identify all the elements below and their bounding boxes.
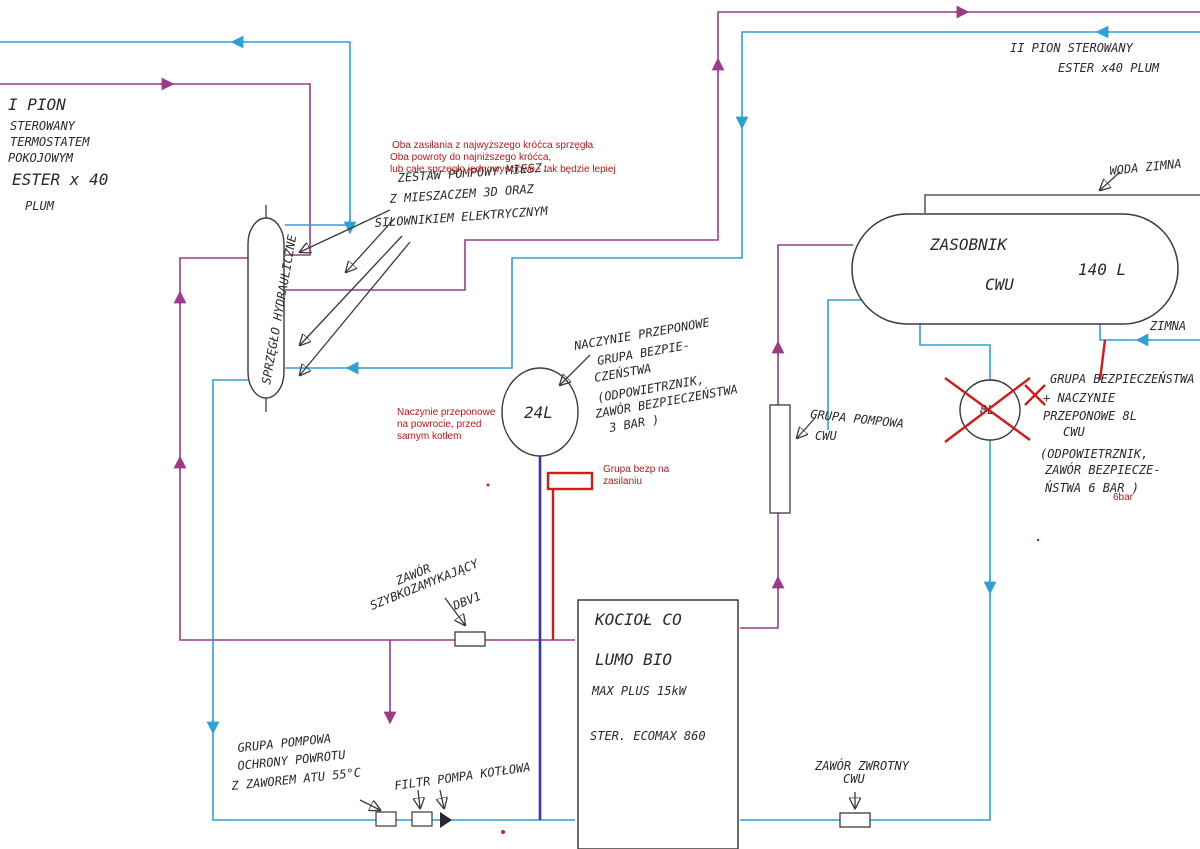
riser2-label: II PION STEROWANY ESTER x40 PLUM: [1010, 41, 1160, 75]
filter-pump-label: FILTR POMPA KOTŁOWA: [393, 760, 531, 793]
expansion-co-label: NACZYNIE PRZEPONOWE GRUPA BEZPIE- CZEŃST…: [572, 315, 739, 435]
safety-note-1: Grupa bezp na: [603, 464, 670, 475]
coupler-note-1: Oba zasilania z najwyższego króćca sprzę…: [392, 140, 594, 151]
cold-short-label: ZIMNA: [1149, 319, 1186, 333]
dhw-safety-label-5: (ODPOWIETRZNIK,: [1040, 447, 1148, 461]
dhw-safety-label-2: + NACZYNIE: [1043, 391, 1116, 405]
dhw-safety-label-6: ZAWÓR BEZPIECZE-: [1044, 462, 1161, 477]
coupler-pointers: [300, 209, 411, 375]
boiler-label-1: KOCIOŁ CO: [594, 610, 682, 629]
dhw-safety-label-4: CWU: [1063, 425, 1085, 439]
hydraulic-coupler: SPRZĘGŁO HYDRAULICZNE: [247, 205, 299, 412]
safety-note-2: zasilaniu: [603, 476, 642, 487]
dhw-expansion-vessel: 8L: [944, 339, 1107, 443]
boiler-pump-group: GRUPA POMPOWA OCHRONY POWROTU Z ZAWOREM …: [230, 640, 531, 828]
safety-group-supply: [546, 471, 594, 640]
riser1-label-2: STEROWANY: [10, 119, 76, 133]
pump-set-label-3: SIŁOWNIKIEM ELEKTRYCZNYM: [374, 204, 549, 230]
dhw-safety-label-1: GRUPA BEZPIECZEŃSTWA: [1050, 371, 1195, 386]
safety-note: Grupa bezp na zasilaniu: [603, 464, 670, 487]
pump-set-label-2: Z MIESZACZEM 3D ORAZ: [388, 182, 535, 206]
boiler: KOCIOŁ CO LUMO BIO MAX PLUS 15kW STER. E…: [577, 599, 739, 849]
tank-volume: 140 L: [1078, 260, 1126, 279]
vessel-note: Naczynie przeponowe na powrocie, przed s…: [397, 407, 496, 442]
coupler-note-2: Oba powroty do najniższego króćca,: [390, 152, 551, 163]
riser2-label-1: II PION STEROWANY: [1010, 41, 1134, 55]
tank-title: ZASOBNIK: [929, 235, 1008, 254]
check-valve-label-1: ZAWÓR ZWROTNY: [814, 758, 910, 773]
dhw-pump-label-1: GRUPA POMPOWA: [810, 407, 905, 431]
riser1-label: I PION STEROWANY TERMOSTATEM POKOJOWYM E…: [8, 95, 108, 213]
vessel-note-2: na powrocie, przed: [397, 419, 482, 430]
dhw-safety-label-3: PRZEPONOWE 8L: [1043, 409, 1137, 423]
vessel-note-1: Naczynie przeponowe: [397, 407, 496, 418]
coupler-note: Oba zasilania z najwyższego króćca sprzę…: [390, 140, 616, 175]
stray-dot: [486, 483, 490, 487]
boiler-label-2: LUMO BIO: [595, 650, 672, 669]
riser1-label-5: ESTER x 40: [12, 170, 108, 189]
boiler-label-3: MAX PLUS 15kW: [591, 684, 688, 698]
dhw-pump-group: GRUPA POMPOWA CWU: [769, 404, 905, 514]
stray-dot: [501, 830, 505, 834]
riser1-supply-pipe: [0, 77, 575, 641]
shutoff-label-3: DBV1: [450, 589, 483, 613]
riser2-return-pipe: [285, 25, 1200, 375]
stray-dot: [1036, 538, 1040, 542]
safety-group-dhw-label: GRUPA BEZPIECZEŃSTWA + NACZYNIE PRZEPONO…: [1040, 371, 1195, 495]
tank-subtitle: CWU: [985, 275, 1014, 294]
boiler-label-4: STER. ECOMAX 860: [590, 729, 706, 743]
riser1-label-1: I PION: [8, 95, 66, 114]
dhw-pump-label-2: CWU: [815, 429, 837, 443]
dhw-tank: ZASOBNIK CWU 140 L: [851, 213, 1179, 325]
coupler-note-3: lub całe sprzęgło jednowyściowe - tak bę…: [390, 164, 616, 175]
riser1-label-6: PLUM: [25, 199, 55, 213]
riser2-label-2: ESTER x40 PLUM: [1058, 61, 1160, 75]
dhw-safety-label-7: ŃSTWA 6 BAR ): [1044, 480, 1139, 495]
bar-fix-note: 6bar: [1113, 492, 1134, 503]
riser2-supply-pipe: [285, 5, 1200, 291]
riser1-label-4: POKOJOWYM: [8, 151, 74, 165]
co-expansion-vessel: 24L: [501, 354, 591, 457]
riser1-label-3: TERMOSTATEM: [10, 135, 90, 149]
check-valve: ZAWÓR ZWROTNY CWU: [814, 758, 910, 828]
co-vessel-volume: 24L: [524, 403, 553, 422]
shutoff-valve: ZAWÓR SZYBKOZAMYKAJĄCY DBV1: [368, 556, 486, 647]
cold-water-label: WODA ZIMNA: [1109, 157, 1182, 178]
dhw-return-pipe: [740, 299, 997, 821]
check-valve-label-2: CWU: [843, 772, 865, 786]
cold-water-pipe: [924, 171, 1200, 347]
vessel-note-3: samym kotłem: [397, 431, 461, 442]
